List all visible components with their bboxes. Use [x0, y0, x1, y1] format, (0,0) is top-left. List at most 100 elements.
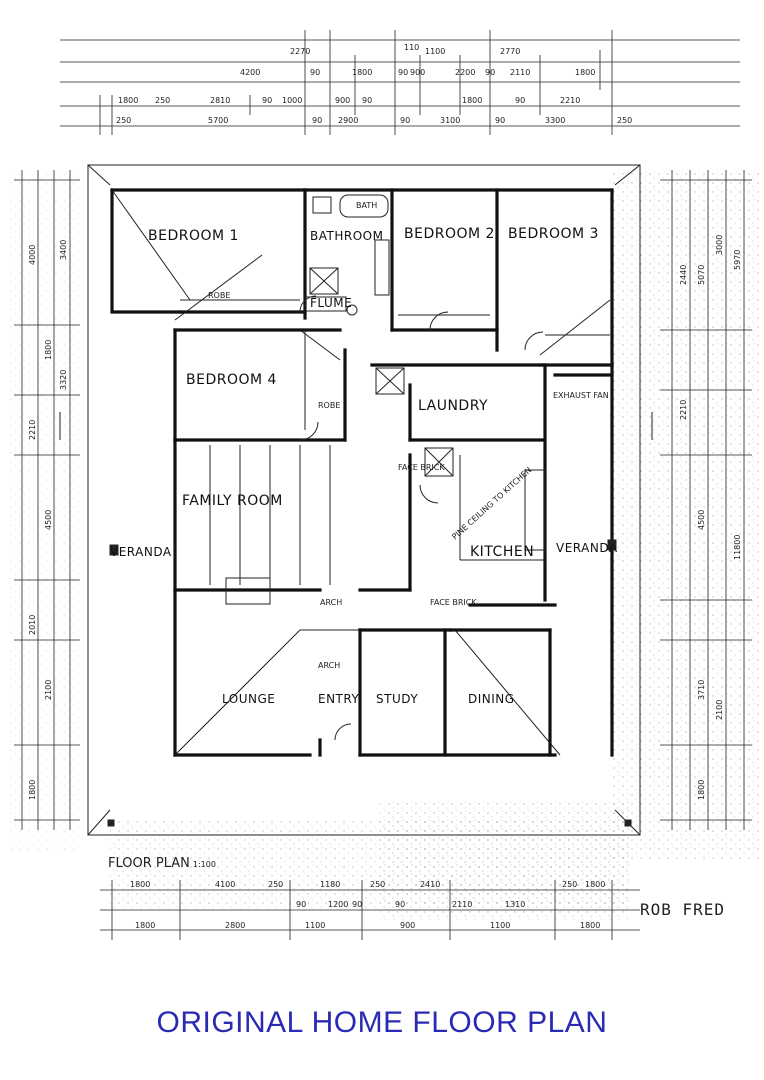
dim-right-c: 3000	[715, 235, 724, 255]
room-veranda-right: VERANDA	[556, 541, 618, 555]
room-family-room: FAMILY ROOM	[182, 493, 283, 509]
dim-left-h: 2100	[44, 680, 53, 700]
dim-top-3b: 250	[155, 96, 170, 105]
room-lounge: LOUNGE	[222, 692, 275, 706]
plan-title-text: FLOOR PLAN	[108, 856, 190, 871]
dim-top-2f: 2200	[455, 68, 475, 77]
note-robe-1: ROBE	[208, 291, 230, 300]
dim-top-2d: 90	[398, 68, 408, 77]
room-labels: BEDROOM 1 BATHROOM BEDROOM 2 BEDROOM 3 F…	[110, 226, 618, 706]
dim-top-2i: 1800	[575, 68, 595, 77]
dim-left-i: 1800	[28, 780, 37, 800]
dimension-lines-bottom	[100, 880, 640, 940]
page-caption: ORIGINAL HOME FLOOR PLAN	[156, 1006, 608, 1039]
dim-top-1b: 110	[404, 43, 419, 52]
dim-left-d: 3320	[59, 370, 68, 390]
dim-right-e: 2210	[679, 400, 688, 420]
dim-top-4e: 90	[400, 116, 410, 125]
plan-notes: BATH ROBE ROBE PINE CEILING TO KITCHEN A…	[208, 201, 533, 670]
builder-name: ROB FRED	[640, 900, 726, 919]
dim-right-g: 11800	[733, 535, 742, 560]
dim-top-4g: 90	[495, 116, 505, 125]
dim-bottom-1g: 250	[562, 880, 577, 889]
dim-top-4b: 5700	[208, 116, 228, 125]
floor-plan-drawing: 2270 110 1100 2770 4200 90 1800 90 900 2…	[10, 30, 760, 940]
label-exhaust-fan: EXHAUST FAN	[553, 391, 609, 400]
label-flume: FLUME	[310, 296, 352, 310]
dim-top-2e: 900	[410, 68, 425, 77]
dim-bottom-3f: 1800	[580, 921, 600, 930]
note-arch-2: ARCH	[318, 661, 340, 670]
dim-bottom-1f: 2410	[420, 880, 440, 889]
room-bedroom-2: BEDROOM 2	[404, 226, 495, 242]
dim-top-3e: 1000	[282, 96, 302, 105]
dimension-labels-bottom: 1800 4100 250 1180 250 2410 250 1800 90 …	[130, 880, 605, 930]
dim-top-1c: 1100	[425, 47, 445, 56]
room-kitchen: KITCHEN	[470, 544, 534, 560]
dim-left-c: 1800	[44, 340, 53, 360]
room-bedroom-1: BEDROOM 1	[148, 228, 239, 244]
room-entry: ENTRY	[318, 692, 359, 706]
room-bedroom-4: BEDROOM 4	[186, 372, 277, 388]
dim-bottom-1a: 1800	[130, 880, 150, 889]
note-pine-ceiling: PINE CEILING TO KITCHEN	[450, 465, 533, 541]
dim-left-e: 2210	[28, 420, 37, 440]
dim-top-4c: 90	[312, 116, 322, 125]
dim-top-4a: 250	[116, 116, 131, 125]
dimension-lines-top	[60, 30, 740, 135]
dim-top-2b: 90	[310, 68, 320, 77]
dim-top-3g: 90	[362, 96, 372, 105]
note-face-brick-lower: FACE BRICK	[430, 598, 477, 607]
dimension-lines-left	[14, 170, 80, 830]
dim-top-3f: 900	[335, 96, 350, 105]
dimension-labels-left: 4000 3400 1800 3320 2210 4500 2010 2100 …	[28, 240, 68, 800]
dim-bottom-2d: 90	[395, 900, 405, 909]
plan-scale: 1:100	[192, 860, 216, 869]
dim-top-3d: 90	[262, 96, 272, 105]
dim-bottom-3d: 900	[400, 921, 415, 930]
dim-right-b: 5070	[697, 265, 706, 285]
roof-outline	[87, 164, 641, 836]
fixtures	[59, 194, 653, 827]
dim-top-3a: 1800	[118, 96, 138, 105]
dim-top-3i: 90	[515, 96, 525, 105]
room-veranda-left: VERANDA	[110, 545, 172, 559]
room-laundry: LAUNDRY	[418, 398, 488, 414]
dim-left-f: 4500	[44, 510, 53, 530]
room-study: STUDY	[376, 692, 418, 706]
dim-bottom-1d: 1180	[320, 880, 340, 889]
dim-bottom-1c: 250	[268, 880, 283, 889]
dim-right-d: 5970	[733, 250, 742, 270]
note-arch-1: ARCH	[320, 598, 342, 607]
dimension-lines-right	[660, 170, 752, 830]
dim-top-1a: 2270	[290, 47, 310, 56]
dim-bottom-2a: 90	[296, 900, 306, 909]
dim-bottom-2c: 90	[352, 900, 362, 909]
dim-top-3h: 1800	[462, 96, 482, 105]
dim-bottom-2b: 1200	[328, 900, 348, 909]
dimension-labels-right: 2440 5070 3000 5970 2210 4500 11800 3710…	[679, 235, 742, 800]
dim-bottom-3b: 2800	[225, 921, 245, 930]
dim-left-g: 2010	[28, 615, 37, 635]
dim-bottom-1h: 1800	[585, 880, 605, 889]
dimension-labels-top: 2270 110 1100 2770 4200 90 1800 90 900 2…	[116, 43, 632, 125]
dim-left-b: 3400	[59, 240, 68, 260]
dim-top-4f: 3100	[440, 116, 460, 125]
room-bathroom: BATHROOM	[310, 229, 383, 243]
dim-right-f: 4500	[697, 510, 706, 530]
dim-bottom-3a: 1800	[135, 921, 155, 930]
dim-top-1d: 2770	[500, 47, 520, 56]
dim-top-2g: 90	[485, 68, 495, 77]
note-robe-4: ROBE	[318, 401, 340, 410]
dim-bottom-2f: 1310	[505, 900, 525, 909]
room-dining: DINING	[468, 692, 515, 706]
dim-top-3c: 2810	[210, 96, 230, 105]
dim-right-a: 2440	[679, 265, 688, 285]
walls	[110, 188, 614, 757]
dim-right-i: 2100	[715, 700, 724, 720]
dim-bottom-1e: 250	[370, 880, 385, 889]
room-bedroom-3: BEDROOM 3	[508, 226, 599, 242]
dim-right-h: 3710	[697, 680, 706, 700]
dim-top-4i: 250	[617, 116, 632, 125]
